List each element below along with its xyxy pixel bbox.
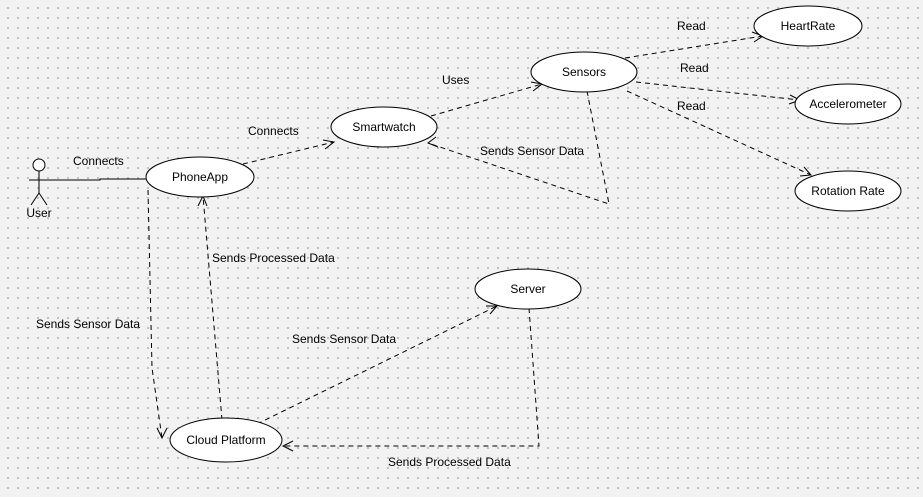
edge-server-cloud-arrowhead bbox=[281, 440, 294, 452]
edge-smartwatch-sensors[interactable]: Uses bbox=[430, 73, 544, 117]
edge-cloud-phoneapp[interactable]: Sends Processed Data bbox=[197, 194, 335, 421]
edge-cloud-phoneapp-arrowhead bbox=[197, 194, 208, 207]
edge-cloud-server-line[interactable] bbox=[256, 305, 498, 425]
usecase-accelerometer[interactable]: Accelerometer bbox=[794, 83, 902, 125]
usecase-cloudplatform[interactable]: Cloud Platform bbox=[169, 417, 283, 463]
usecase-smartwatch-label: Smartwatch bbox=[352, 120, 415, 134]
edge-user-phoneapp-line[interactable] bbox=[48, 178, 147, 181]
actor-user[interactable]: User bbox=[26, 158, 52, 220]
usecase-server[interactable]: Server bbox=[474, 268, 582, 310]
edge-cloud-server-label: Sends Sensor Data bbox=[292, 332, 396, 346]
edge-smartwatch-sensors-line[interactable] bbox=[430, 83, 543, 117]
edge-cloud-phoneapp-line[interactable] bbox=[202, 195, 223, 421]
usecase-cloudplatform-shape[interactable] bbox=[169, 417, 283, 463]
usecase-rotationrate[interactable]: Rotation Rate bbox=[794, 170, 902, 212]
actor-user-label: User bbox=[26, 206, 51, 220]
edge-sensors-heartrate-line[interactable] bbox=[624, 35, 764, 59]
usecase-phoneapp-label: PhoneApp bbox=[172, 170, 228, 184]
edge-sensors-heartrate[interactable]: Read bbox=[624, 19, 765, 59]
usecase-cloudplatform-label: Cloud Platform bbox=[186, 433, 265, 447]
edge-phoneapp-smartwatch-line[interactable] bbox=[242, 141, 335, 165]
edge-user-phoneapp[interactable]: Connects bbox=[48, 154, 147, 181]
edge-sensors-heartrate-label: Read bbox=[677, 19, 706, 33]
actor-head bbox=[32, 158, 46, 172]
edge-phoneapp-smartwatch[interactable]: Connects bbox=[242, 124, 336, 165]
usecase-sensors-label: Sensors bbox=[562, 65, 606, 79]
edge-sensors-accelerometer-line[interactable] bbox=[635, 81, 801, 101]
edge-server-cloud[interactable]: Sends Processed Data bbox=[281, 307, 540, 469]
usecase-heartrate[interactable]: HeartRate bbox=[753, 5, 863, 47]
usecase-sensors[interactable]: Sensors bbox=[530, 51, 638, 93]
usecase-server-shape[interactable] bbox=[474, 268, 582, 310]
edge-user-phoneapp-label: Connects bbox=[73, 154, 124, 168]
edge-sensors-accelerometer[interactable]: Read bbox=[635, 61, 802, 105]
edge-sensors-smartwatch[interactable]: Sends Sensor Data bbox=[426, 90, 610, 205]
edge-phoneapp-cloud-line[interactable] bbox=[147, 189, 163, 439]
usecase-phoneapp[interactable]: PhoneApp bbox=[145, 156, 255, 198]
edge-phoneapp-cloud-arrowhead bbox=[156, 427, 168, 440]
usecase-rotationrate-label: Rotation Rate bbox=[811, 184, 885, 198]
edge-sensors-rotationrate-label: Read bbox=[677, 99, 706, 113]
edge-cloud-phoneapp-label: Sends Processed Data bbox=[212, 251, 335, 265]
edge-server-cloud-line[interactable] bbox=[283, 307, 540, 447]
usecase-smartwatch-shape[interactable] bbox=[330, 106, 438, 148]
edge-sensors-rotationrate-arrowhead bbox=[799, 166, 813, 177]
usecase-accelerometer-shape[interactable] bbox=[794, 83, 902, 125]
usecase-heartrate-shape[interactable] bbox=[753, 5, 863, 47]
edge-smartwatch-sensors-label: Uses bbox=[442, 73, 469, 87]
edge-sensors-rotationrate-line[interactable] bbox=[626, 90, 812, 176]
usecase-rotationrate-shape[interactable] bbox=[794, 170, 902, 212]
edge-sensors-rotationrate[interactable]: Read bbox=[626, 90, 813, 177]
edge-phoneapp-smartwatch-label: Connects bbox=[248, 124, 299, 138]
edge-sensors-accelerometer-label: Read bbox=[680, 61, 709, 75]
actor-right-leg bbox=[38, 192, 48, 206]
edge-phoneapp-cloud-label: Sends Sensor Data bbox=[36, 317, 140, 331]
actor-left-leg bbox=[30, 192, 40, 206]
edge-cloud-server-arrowhead bbox=[486, 305, 499, 315]
usecase-sensors-shape[interactable] bbox=[530, 51, 638, 93]
usecase-phoneapp-shape[interactable] bbox=[145, 156, 255, 198]
edge-cloud-server[interactable]: Sends Sensor Data bbox=[256, 305, 499, 425]
edge-phoneapp-smartwatch-arrowhead bbox=[322, 139, 336, 150]
edge-phoneapp-cloud[interactable]: Sends Sensor Data bbox=[36, 189, 168, 440]
usecase-smartwatch[interactable]: Smartwatch bbox=[330, 106, 438, 148]
edge-sensors-smartwatch-line[interactable] bbox=[427, 90, 610, 205]
edge-server-cloud-label: Sends Processed Data bbox=[388, 455, 511, 469]
usecase-heartrate-label: HeartRate bbox=[781, 19, 836, 33]
usecase-server-label: Server bbox=[510, 282, 545, 296]
usecase-accelerometer-label: Accelerometer bbox=[809, 97, 886, 111]
edge-sensors-smartwatch-label: Sends Sensor Data bbox=[480, 144, 584, 158]
edge-sensors-smartwatch-arrowhead bbox=[426, 136, 439, 148]
